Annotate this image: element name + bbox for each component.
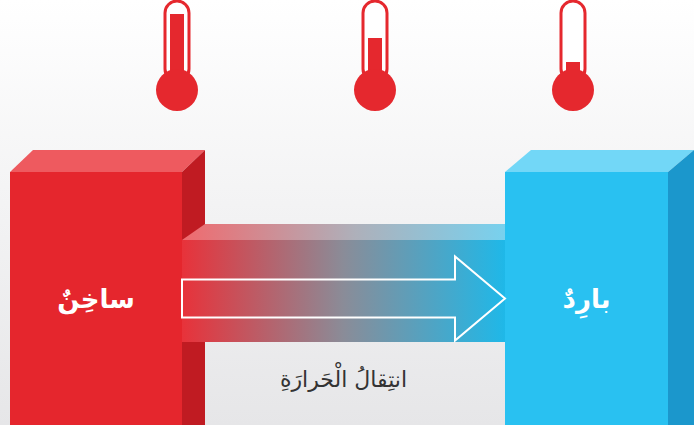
thermometer-hot bbox=[156, 1, 198, 111]
hot-box-top bbox=[10, 150, 205, 172]
heat-arrow bbox=[182, 257, 505, 341]
thermometer-medium bbox=[354, 1, 396, 111]
cold-box-top bbox=[505, 150, 694, 172]
edge-label: انتِقالُ الْحَرارَةِ bbox=[280, 366, 407, 391]
hot-box: ساخِنٌ bbox=[10, 172, 182, 425]
box-label: بارِدٌ bbox=[563, 284, 611, 314]
thermometer-cold bbox=[552, 1, 594, 111]
cold-box: بارِدٌ bbox=[505, 172, 668, 425]
transfer-bar-top bbox=[182, 224, 528, 240]
transfer-bar bbox=[182, 240, 505, 342]
box-label: ساخِنٌ bbox=[57, 284, 134, 314]
cold-box-side bbox=[668, 150, 694, 425]
